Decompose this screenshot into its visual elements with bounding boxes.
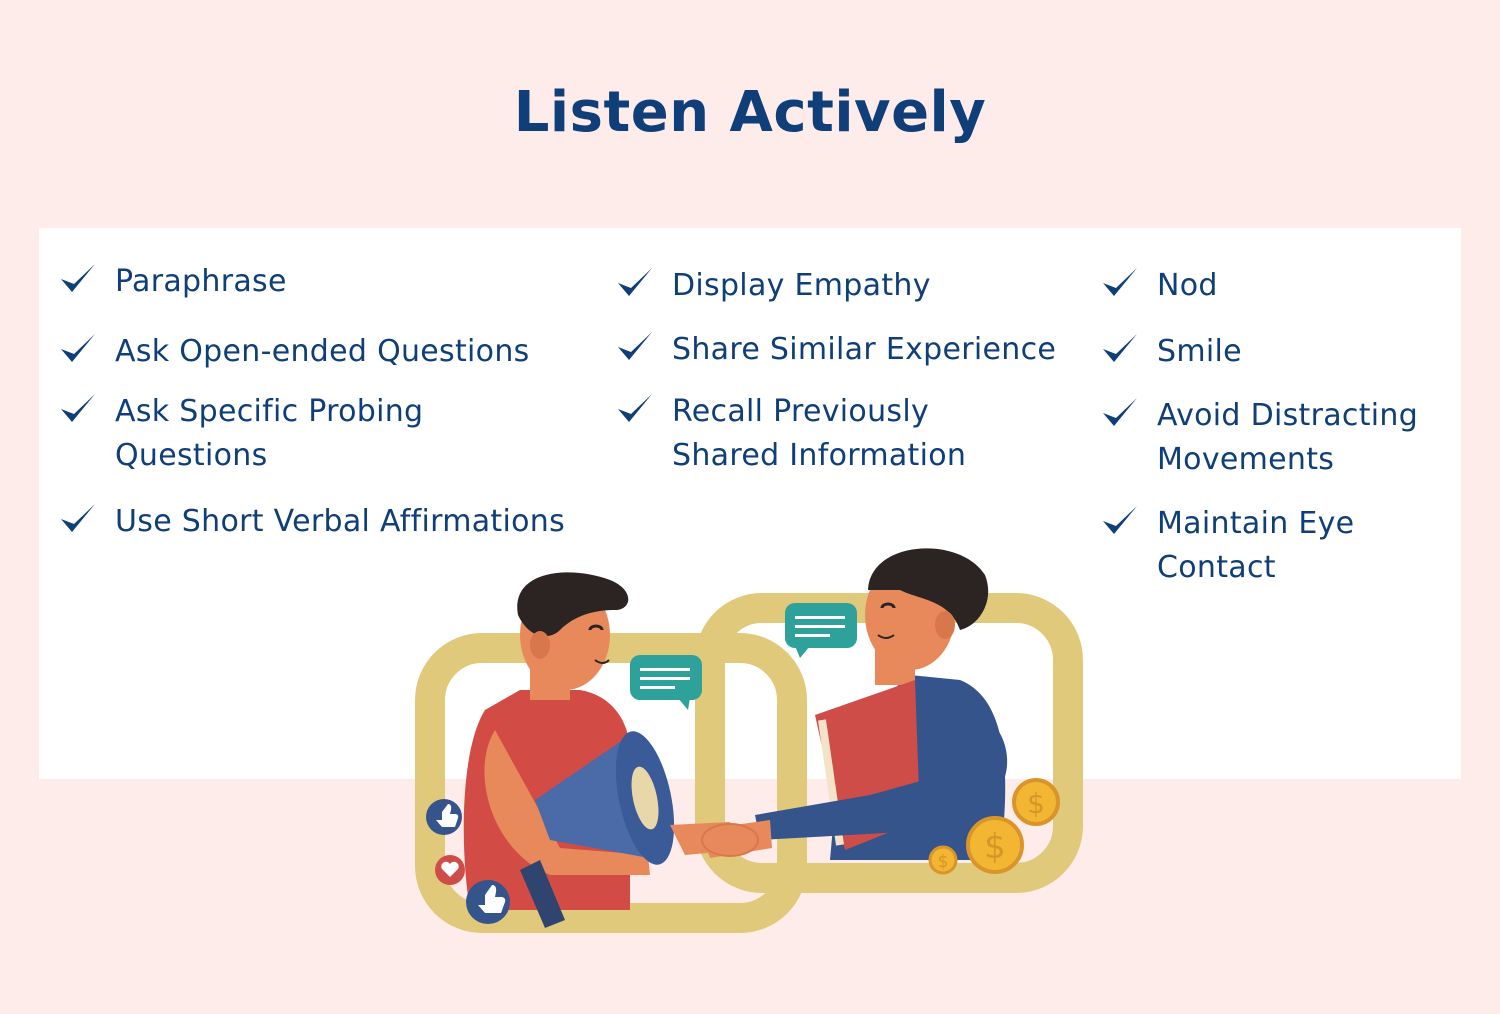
left-person [463, 572, 740, 928]
tip-label-line2: Shared Information [672, 438, 967, 473]
svg-text:$: $ [1027, 787, 1045, 820]
tip-label: Maintain Eye [1157, 506, 1355, 541]
megaphone-icon [520, 731, 675, 928]
checkmark-icon [61, 264, 95, 292]
checkmark-icon [61, 504, 95, 532]
checkmark-icon [61, 334, 95, 362]
page-title: Listen Actively [513, 80, 987, 145]
checkmark-icon [618, 268, 652, 296]
tip-label: Nod [1157, 268, 1218, 303]
chat-bubble-icon [785, 603, 857, 658]
tips-panel: Paraphrase Ask Open-ended Questions Ask … [39, 228, 1461, 779]
svg-text:$: $ [984, 827, 1006, 867]
tip-label: Ask Open-ended Questions [115, 334, 530, 369]
thumbs-up-icon [466, 880, 510, 924]
handshake-illustration: $ $ $ [415, 548, 1083, 933]
checkmark-icon [618, 332, 652, 360]
chat-bubble-icon [630, 655, 702, 710]
tip-label-line2: Questions [115, 438, 268, 473]
handshake [701, 823, 759, 857]
dollar-coin-icon: $ [1012, 778, 1060, 826]
dollar-coin-icon: $ [928, 845, 958, 875]
tip-label: Ask Specific Probing [115, 394, 424, 429]
thumbs-up-icon [426, 799, 462, 835]
tip-label-line2: Contact [1157, 550, 1276, 585]
checkmark-icon [1103, 334, 1137, 362]
tip-label: Recall Previously [672, 394, 930, 429]
tip-label: Share Similar Experience [672, 332, 1057, 367]
tip-label: Paraphrase [115, 264, 287, 299]
checkmark-icon [61, 394, 95, 422]
checkmark-icon [1103, 506, 1137, 534]
checkmark-icon [1103, 398, 1137, 426]
left-frame [415, 633, 807, 933]
tip-label: Smile [1157, 334, 1242, 369]
svg-text:$: $ [938, 852, 949, 872]
tip-label: Avoid Distracting [1157, 398, 1419, 433]
heart-icon [435, 855, 465, 885]
checkmark-icon [1103, 268, 1137, 296]
checkmark-icon [618, 394, 652, 422]
dollar-coin-icon: $ [966, 816, 1024, 874]
tip-label-line2: Movements [1157, 442, 1335, 477]
tip-label: Display Empathy [672, 268, 931, 303]
tip-label: Use Short Verbal Affirmations [115, 504, 566, 539]
